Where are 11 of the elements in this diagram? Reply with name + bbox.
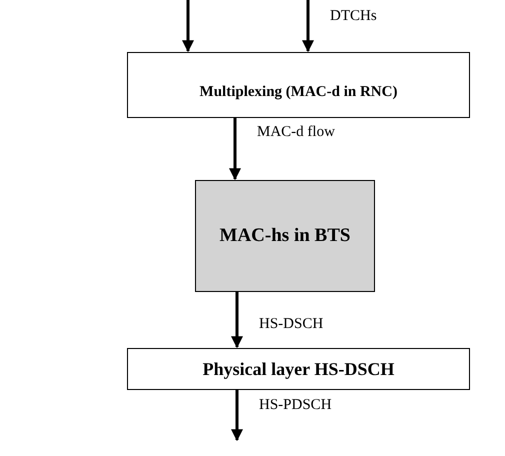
box-label: Multiplexing (MAC-d in RNC) <box>200 84 398 100</box>
box-label: MAC-hs in BTS <box>220 225 350 247</box>
arrow <box>302 0 314 52</box>
arrow <box>231 390 243 442</box>
arrow <box>229 118 241 180</box>
process-box <box>127 52 470 118</box>
box-label: Physical layer HS-DSCH <box>202 358 394 380</box>
process-box <box>127 348 470 390</box>
arrow <box>231 292 243 348</box>
arrow <box>182 0 194 52</box>
process-box <box>195 180 375 292</box>
